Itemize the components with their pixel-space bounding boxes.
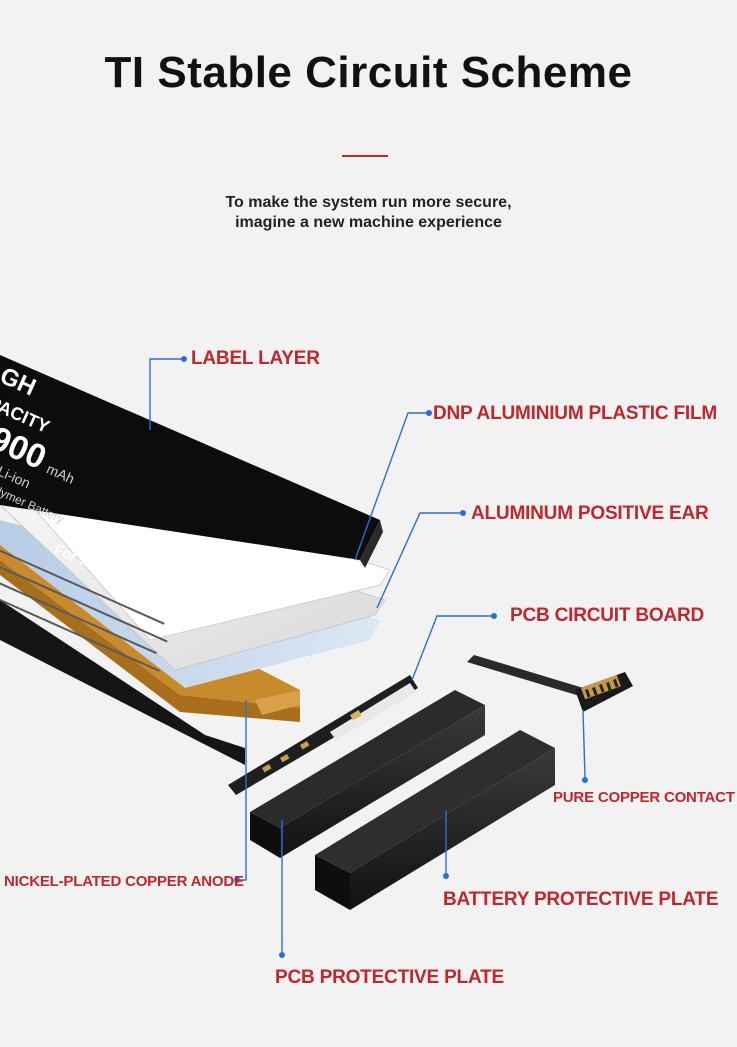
label-pcb-plate: PCB PROTECTIVE PLATE — [275, 967, 504, 988]
title-divider — [342, 155, 388, 157]
battery-bottom-case — [0, 600, 245, 765]
label-nickel-anode: NICKEL-PLATED COPPER ANODE — [4, 873, 244, 890]
copper-contact-flex — [467, 655, 633, 712]
pcb-protective-plate — [250, 690, 485, 858]
battery-label-layer: GH PACITY 2900 mAh Li-ion Polymer Batter… — [0, 355, 383, 672]
battery-protective-plate — [315, 730, 555, 910]
leader-nickel-anode — [238, 700, 247, 881]
label-copper-contact: PURE COPPER CONTACT — [553, 789, 735, 806]
label-label-layer: LABEL LAYER — [191, 348, 320, 369]
page-title: TI Stable Circuit Scheme — [104, 48, 633, 97]
subtitle: To make the system run more secure, imag… — [0, 193, 737, 233]
leader-label-layer — [149, 358, 182, 430]
subtitle-line-1: To make the system run more secure, — [225, 194, 512, 211]
label-pcb-board: PCB CIRCUIT BOARD — [510, 605, 704, 626]
leader-positive-ear — [376, 512, 462, 609]
dot-dnp-film — [426, 410, 432, 416]
leader-copper-contact — [582, 709, 586, 779]
gold-tab — [255, 690, 300, 715]
dot-pcb-plate — [279, 952, 285, 958]
label-dnp-film: DNP ALUMINIUM PLASTIC FILM — [433, 403, 718, 424]
dot-copper-contact — [582, 777, 588, 783]
dot-positive-ear — [460, 510, 466, 516]
pcb-circuit-board — [228, 675, 418, 795]
dot-pcb-board — [491, 613, 497, 619]
leader-lines — [149, 358, 586, 953]
leader-dnp-film — [354, 412, 428, 561]
dot-label-layer — [181, 356, 187, 362]
leader-pcb-board — [411, 615, 492, 681]
subtitle-line-2: imagine a new machine experience — [235, 214, 502, 231]
label-protective-plate: BATTERY PROTECTIVE PLATE — [443, 889, 719, 910]
label-positive-ear: ALUMINUM POSITIVE EAR — [471, 503, 709, 524]
dot-nickel-anode — [234, 877, 240, 883]
leader-dots — [181, 356, 588, 958]
dot-protective-plate — [443, 873, 449, 879]
